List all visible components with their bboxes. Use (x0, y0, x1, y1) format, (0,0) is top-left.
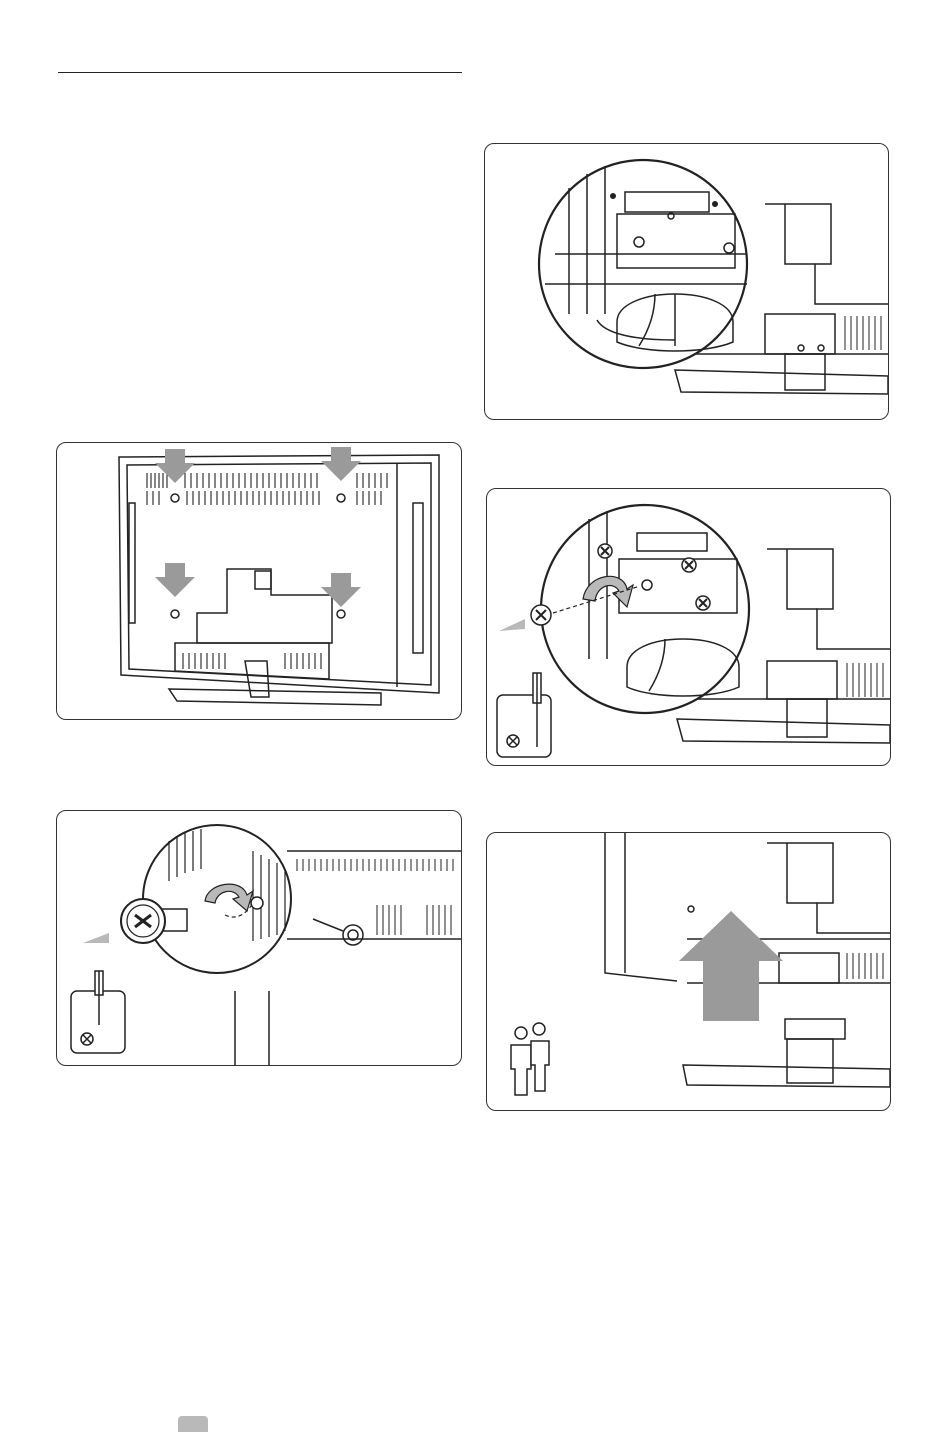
up-arrow-icon (679, 911, 783, 1021)
magnifier-circle-icon (539, 160, 747, 368)
figure-remove-screws-overview (56, 442, 462, 720)
down-arrow-icon (321, 573, 361, 607)
lift-tv-illustration (487, 833, 890, 1110)
down-arrow-icon (321, 447, 361, 481)
down-arrow-icon (155, 449, 195, 483)
unscrew-illustration (57, 811, 461, 1065)
figure-lift-tv-off-stand (486, 832, 891, 1111)
screwdriver-icon (71, 971, 125, 1053)
header-rule (58, 72, 462, 73)
tv-rear-illustration (57, 443, 461, 719)
page-marker-tab (178, 1416, 208, 1432)
figure-stand-bracket-detail (484, 143, 889, 420)
stand-bracket-illustration (485, 144, 888, 419)
magnifier-circle-icon (541, 505, 749, 713)
figure-unscrew-detail (56, 810, 462, 1066)
remove-bracket-screws-illustration (487, 489, 890, 765)
figure-remove-bracket-screws (486, 488, 891, 766)
down-arrow-icon (155, 563, 195, 597)
two-persons-icon (511, 1023, 549, 1095)
screwdriver-icon (497, 673, 551, 757)
